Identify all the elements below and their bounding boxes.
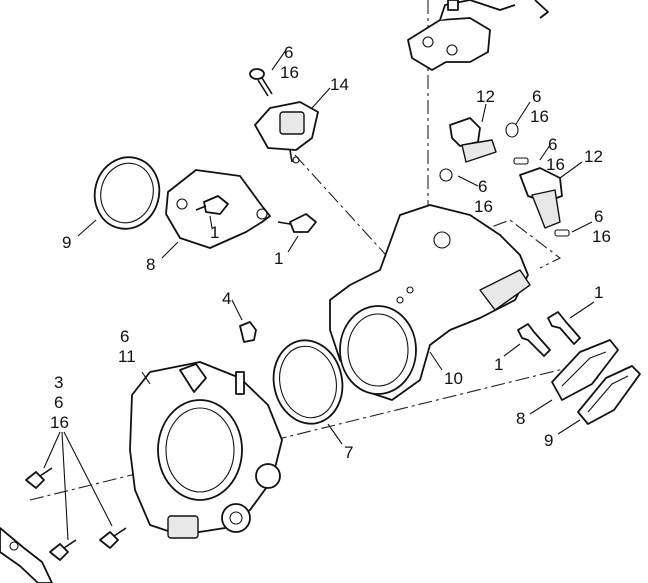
label-right-12: 12: [584, 147, 603, 166]
cover-plate-right: [551, 339, 619, 401]
label-screws-16: 16: [50, 413, 69, 432]
screw-a: [25, 467, 53, 489]
leader-top-6: [271, 49, 287, 71]
label-left-1b: 1: [274, 249, 283, 268]
leader-right-9: [557, 419, 581, 435]
label-right-8: 8: [516, 409, 525, 428]
label-tb-6: 6: [120, 327, 129, 346]
screw-b: [49, 539, 77, 561]
label-upper-16: 16: [530, 107, 549, 126]
screw-top: [249, 68, 273, 97]
label-far-16: 16: [592, 227, 611, 246]
intake-manifold: [329, 204, 531, 401]
screws-right: [517, 311, 581, 357]
leader-screw-c: [63, 431, 113, 527]
leader-screw-a: [43, 431, 61, 469]
throttle-body: [129, 361, 283, 539]
leader-4: [231, 299, 243, 321]
injector-right: [513, 157, 570, 237]
center-line-sensor: [294, 154, 396, 266]
label-right-6: 6: [548, 135, 557, 154]
screw-left: [277, 213, 317, 233]
label-right-1b: 1: [494, 355, 503, 374]
label-inj-6: 6: [478, 177, 487, 196]
label-upper-6: 6: [532, 87, 541, 106]
leader-10: [429, 351, 443, 371]
leader-tb: [141, 371, 151, 385]
label-tb-11: 11: [118, 347, 136, 366]
label-10: 10: [444, 369, 463, 388]
injector-upper: [439, 117, 519, 182]
gasket-left: [93, 156, 161, 230]
label-screws-6: 6: [54, 393, 63, 412]
label-screws-3: 3: [54, 373, 63, 392]
label-right-9: 9: [544, 431, 553, 450]
label-inj-16: 16: [474, 197, 493, 216]
bracket-fragment: [0, 527, 53, 583]
label-right-16: 16: [546, 155, 565, 174]
leader-left-9: [77, 219, 97, 237]
leader-right-12: [559, 161, 583, 179]
label-4: 4: [222, 289, 231, 308]
fuel-rail-bracket: [407, 0, 549, 71]
gasket-right: [577, 365, 641, 425]
leader-right-6: [539, 144, 551, 161]
label-right-1a: 1: [594, 283, 603, 302]
label-far-6: 6: [594, 207, 603, 226]
leader-left-1b: [287, 235, 299, 253]
leader-inj-6: [457, 175, 479, 187]
label-7: 7: [344, 443, 353, 462]
label-left-9: 9: [62, 233, 71, 252]
leader-left-1: [209, 215, 213, 229]
label-14: 14: [330, 75, 349, 94]
label-left-1: 1: [210, 223, 219, 242]
leader-14: [311, 87, 331, 109]
leader-right-1a: [569, 301, 595, 319]
leader-screw-b: [61, 431, 69, 541]
label-upper-12: 12: [476, 87, 495, 106]
leader-upper-12: [481, 103, 487, 123]
leader-left-8: [161, 241, 179, 259]
label-left-8: 8: [146, 255, 155, 274]
vacuum-cap: [239, 321, 257, 343]
center-line-throttle-axis: [29, 359, 601, 501]
leader-right-1b: [503, 343, 521, 357]
o-ring: [272, 339, 344, 425]
label-top-16: 16: [280, 63, 299, 82]
screw-c: [99, 527, 127, 549]
leader-7: [327, 423, 343, 445]
label-top-6: 6: [284, 43, 293, 62]
map-sensor: [254, 101, 319, 164]
leader-upper-6: [515, 101, 531, 125]
leader-right-8: [529, 399, 553, 415]
cover-plate-left: [165, 169, 271, 249]
leader-far-6: [571, 221, 593, 233]
